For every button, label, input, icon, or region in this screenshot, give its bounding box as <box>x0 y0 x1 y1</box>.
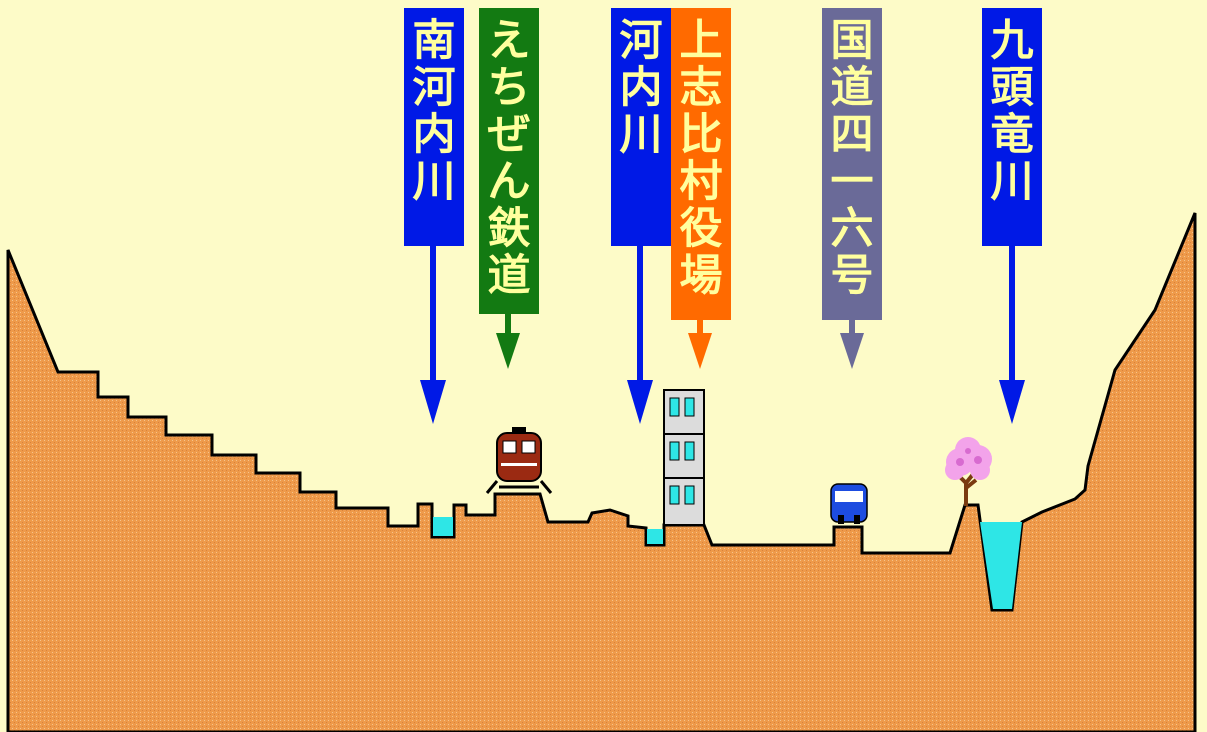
label-minami-kochi: 南河内川 <box>404 8 464 246</box>
label-char: 役 <box>679 204 723 254</box>
label-route-416: 国道四一六号 <box>822 8 882 320</box>
label-char: 河 <box>619 16 663 66</box>
label-char: 竜 <box>990 110 1034 160</box>
label-char: 村 <box>679 157 723 207</box>
label-char: 号 <box>830 251 874 301</box>
cherry-tree-icon <box>945 437 992 506</box>
route416-arrow <box>840 318 864 369</box>
label-char: 九 <box>990 16 1034 66</box>
kuzuryu-water <box>980 522 1022 609</box>
label-echizen-railway: えちぜん鉄道 <box>479 8 539 314</box>
label-kochi-river: 河内川 <box>611 8 671 246</box>
label-char: 志 <box>679 63 723 113</box>
kochi-arrow <box>627 246 653 424</box>
label-char: ん <box>487 157 531 207</box>
minami-kochi-water <box>433 517 453 536</box>
label-char: 六 <box>830 204 874 254</box>
echizen-arrow <box>496 312 520 369</box>
village-office-building-icon <box>663 389 705 526</box>
label-char: 内 <box>412 110 456 160</box>
label-char: 内 <box>619 63 663 113</box>
label-char: 場 <box>679 251 723 301</box>
village-arrow <box>688 318 712 369</box>
label-village-office: 上志比村役場 <box>671 8 731 320</box>
label-char: 道 <box>487 251 531 301</box>
train-icon <box>485 427 553 494</box>
label-char: 川 <box>412 157 456 207</box>
label-char: ぜ <box>487 110 531 160</box>
label-kuzuryu-river: 九頭竜川 <box>982 8 1042 246</box>
label-char: 道 <box>830 63 874 113</box>
minami-kochi-arrow <box>420 246 446 424</box>
label-char: 南 <box>412 16 456 66</box>
label-char: 河 <box>412 63 456 113</box>
label-char: ち <box>487 63 531 113</box>
label-char: 上 <box>679 16 723 66</box>
label-char: 一 <box>830 157 874 207</box>
label-char: 国 <box>830 16 874 66</box>
label-char: 比 <box>679 110 723 160</box>
label-char: 川 <box>990 157 1034 207</box>
bus-icon <box>830 483 868 524</box>
label-char: 鉄 <box>487 204 531 254</box>
label-char: 頭 <box>990 63 1034 113</box>
label-char: 四 <box>830 110 874 160</box>
kuzuryu-arrow <box>999 246 1025 424</box>
kochi-water <box>647 529 663 544</box>
ground-terrain <box>6 212 1197 732</box>
label-char: え <box>487 16 531 66</box>
label-char: 川 <box>619 110 663 160</box>
